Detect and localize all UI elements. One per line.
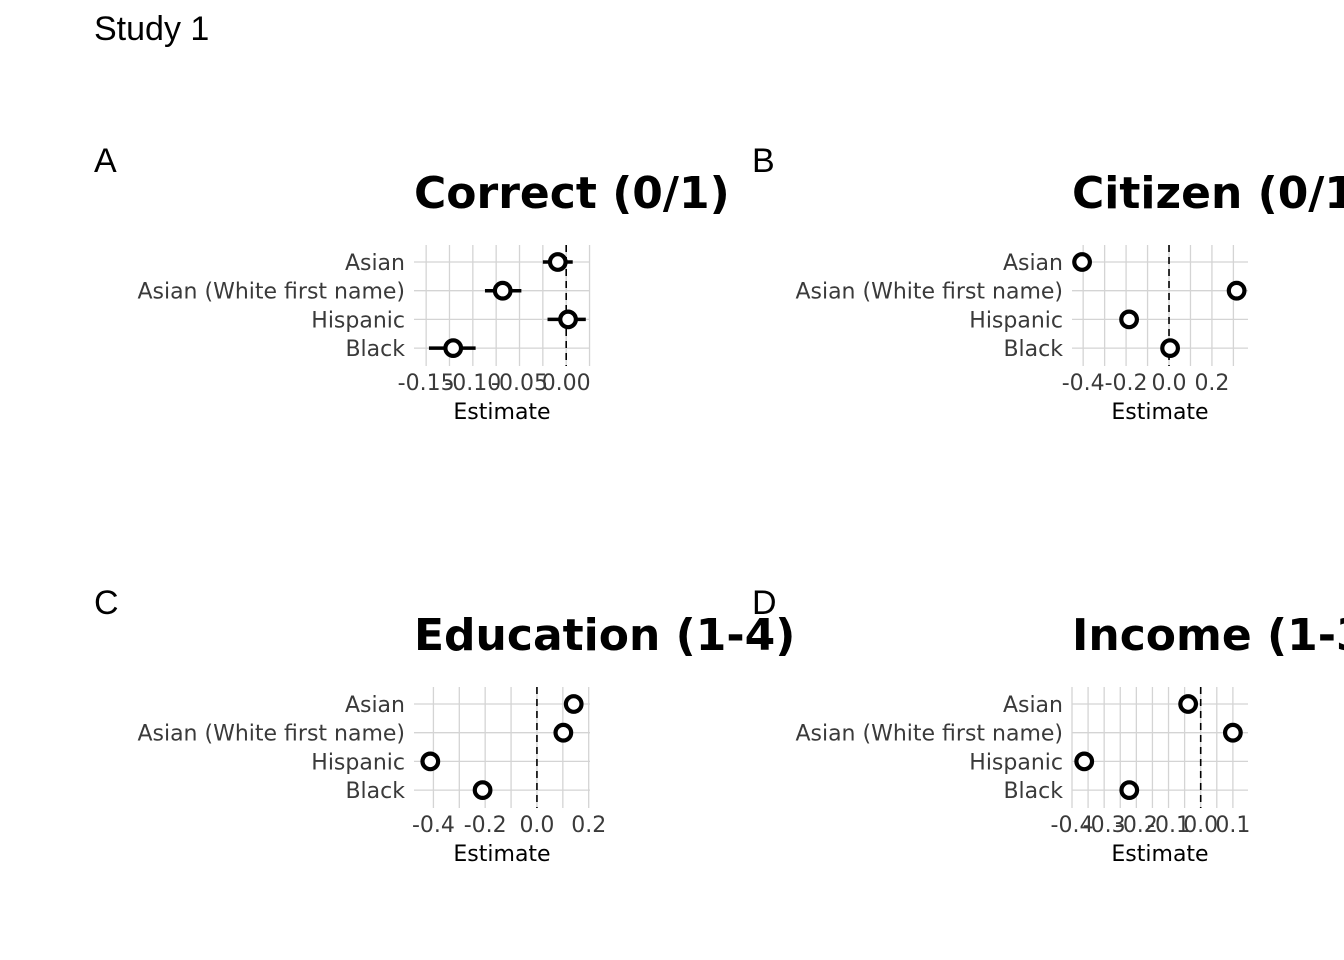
x-tick-label: 0.1 <box>1215 813 1250 838</box>
estimate-point <box>563 694 584 714</box>
category-label: Hispanic <box>969 750 1063 775</box>
category-label: Hispanic <box>311 750 405 775</box>
category-label: Hispanic <box>311 308 405 333</box>
x-tick-label: 0.0 <box>1183 813 1218 838</box>
x-tick-label: 0.00 <box>542 371 591 396</box>
category-label: Asian <box>1003 693 1063 718</box>
category-label: Asian <box>1003 251 1063 276</box>
x-tick-label: -0.2 <box>464 813 507 838</box>
x-tick-label: -0.05 <box>491 371 548 396</box>
x-axis-label: Estimate <box>1111 400 1208 425</box>
estimate-point <box>558 309 578 330</box>
x-tick-label: -0.15 <box>398 371 455 396</box>
panel-tag: D <box>752 584 777 622</box>
x-tick-label: 0.2 <box>1194 371 1229 396</box>
estimate-point <box>1074 751 1095 772</box>
figure-title: Study 1 <box>94 10 209 48</box>
panel-title: Income (1-3) <box>1072 610 1344 661</box>
estimate-point <box>492 280 513 301</box>
category-label: Asian (White first name) <box>795 280 1063 305</box>
x-axis-label: Estimate <box>453 842 550 867</box>
estimate-point <box>553 722 574 743</box>
estimate-point <box>1119 780 1140 800</box>
panel-tag: B <box>752 142 775 180</box>
category-label: Asian <box>345 251 405 276</box>
estimate-point <box>1072 252 1092 272</box>
category-label: Asian <box>345 693 405 718</box>
x-tick-label: -0.10 <box>444 371 501 396</box>
estimate-point <box>420 751 441 772</box>
category-label: Asian (White first name) <box>795 722 1063 747</box>
category-label: Black <box>345 779 405 804</box>
panel-title: Education (1-4) <box>414 610 795 661</box>
category-label: Black <box>1003 337 1063 362</box>
panel-title: Correct (0/1) <box>414 168 730 219</box>
estimate-point <box>1178 694 1199 714</box>
x-tick-label: -0.3 <box>1083 813 1126 838</box>
category-label: Hispanic <box>969 308 1063 333</box>
estimate-point <box>1119 309 1139 330</box>
x-tick-label: -0.4 <box>412 813 455 838</box>
estimate-point <box>547 252 568 272</box>
x-tick-label: 0.2 <box>571 813 606 838</box>
x-tick-label: 0.0 <box>1152 371 1187 396</box>
category-label: Asian (White first name) <box>137 722 405 747</box>
x-tick-label: 0.0 <box>519 813 554 838</box>
x-axis-label: Estimate <box>453 400 550 425</box>
category-label: Black <box>345 337 405 362</box>
estimate-point <box>472 780 493 800</box>
category-label: Black <box>1003 779 1063 804</box>
estimate-point <box>1222 722 1243 743</box>
panel-tag: C <box>94 584 119 622</box>
x-tick-label: -0.4 <box>1062 371 1105 396</box>
x-tick-label: -0.4 <box>1051 813 1094 838</box>
category-label: Asian (White first name) <box>137 280 405 305</box>
estimate-point <box>443 338 464 359</box>
x-tick-label: -0.2 <box>1115 813 1158 838</box>
x-axis-label: Estimate <box>1111 842 1208 867</box>
estimate-point <box>1226 280 1247 301</box>
x-tick-label: -0.2 <box>1105 371 1148 396</box>
panel-tag: A <box>94 142 117 180</box>
panel-title: Citizen (0/1) <box>1072 168 1344 219</box>
x-tick-label: -0.1 <box>1147 813 1190 838</box>
estimate-point <box>1160 338 1180 359</box>
